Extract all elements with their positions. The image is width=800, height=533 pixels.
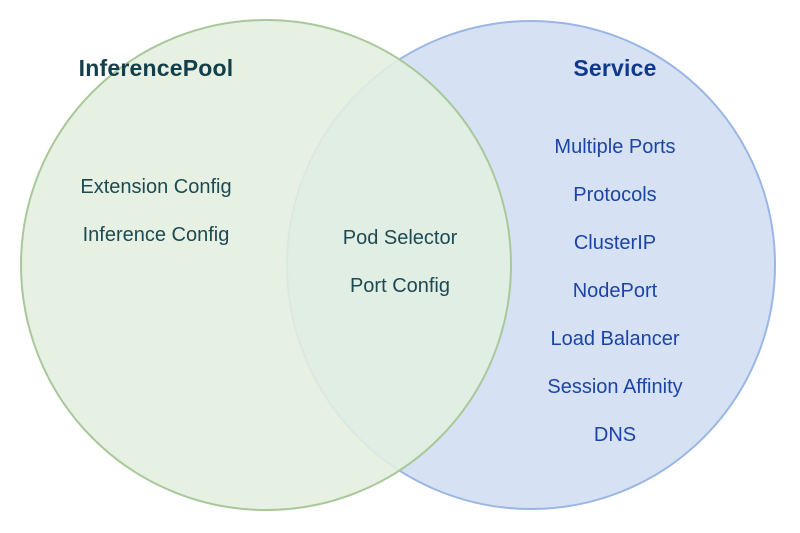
intersection-item-list: Pod Selector Port Config: [343, 228, 458, 296]
service-item-session-affinity: Session Affinity: [547, 376, 683, 398]
inferencepool-item-inference-config: Inference Config: [82, 224, 230, 246]
intersection-item-port-config: Port Config: [349, 275, 451, 297]
inferencepool-item-extension-config: Extension Config: [80, 176, 232, 198]
inferencepool-title: InferencePool: [78, 55, 234, 81]
service-item-list: Multiple Ports Protocols ClusterIP NodeP…: [547, 137, 682, 445]
inferencepool-circle: [20, 19, 512, 511]
service-item-dns: DNS: [593, 424, 637, 446]
intersection-set: Pod Selector Port Config: [305, 228, 495, 296]
inferencepool-set: InferencePool Extension Config Inference…: [36, 55, 276, 245]
service-item-multiple-ports: Multiple Ports: [554, 136, 676, 158]
service-item-protocols: Protocols: [573, 184, 657, 206]
service-item-load-balancer: Load Balancer: [550, 328, 680, 350]
inferencepool-item-list: Extension Config Inference Config: [80, 177, 231, 245]
intersection-item-pod-selector: Pod Selector: [342, 227, 458, 249]
service-item-nodeport: NodePort: [572, 280, 658, 302]
service-item-clusterip: ClusterIP: [573, 232, 657, 254]
service-set: Service Multiple Ports Protocols Cluster…: [500, 55, 730, 445]
service-title: Service: [573, 55, 657, 81]
